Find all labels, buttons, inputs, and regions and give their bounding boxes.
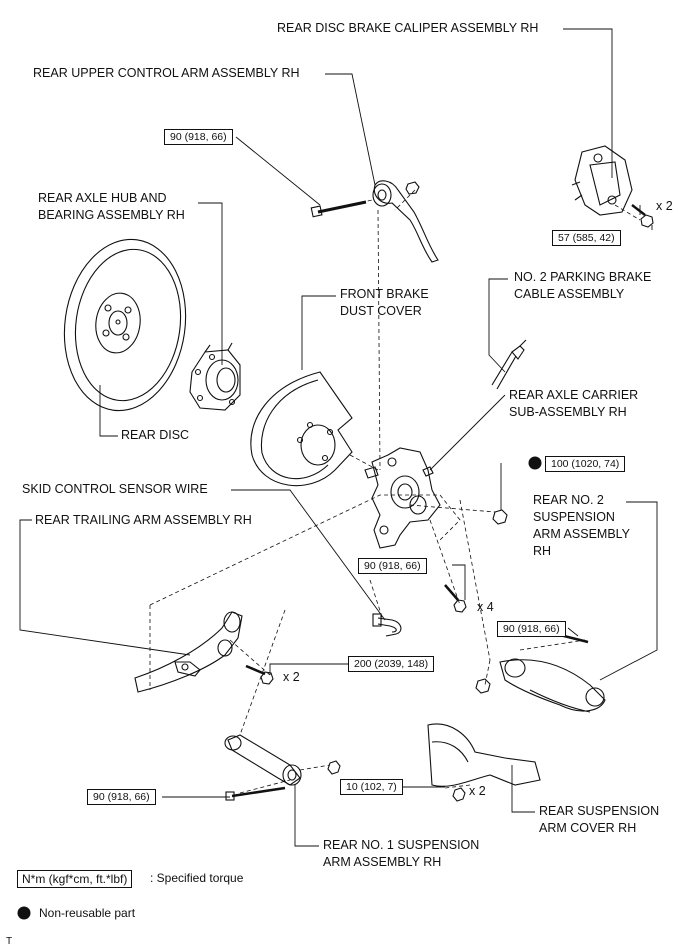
legend-nonreusable-dot: [17, 906, 31, 920]
torque-caliper: 57 (585, 42): [552, 230, 621, 246]
label-carrier: REAR AXLE CARRIER SUB-ASSEMBLY RH: [509, 388, 639, 419]
torque-upper-arm: 90 (918, 66): [164, 129, 233, 145]
carrier-fasteners: [444, 509, 508, 613]
qty-caliper: x 2: [656, 199, 673, 213]
label-upper-arm: REAR UPPER CONTROL ARM ASSEMBLY RH: [33, 66, 300, 80]
parking-cable: [491, 339, 527, 390]
label-arm-cover: REAR SUSPENSION ARM COVER RH: [539, 804, 660, 835]
no2-suspension-arm: [475, 633, 606, 713]
label-hub: REAR AXLE HUB AND BEARING ASSEMBLY RH: [38, 191, 185, 222]
label-rear-disc: REAR DISC: [121, 428, 190, 442]
brake-caliper: [571, 145, 654, 228]
torque-arm-cover: 10 (102, 7): [340, 779, 403, 795]
label-no2-arm: REAR NO. 2 SUSPENSION ARM ASSEMBLY RH: [533, 493, 631, 558]
skid-sensor-wire: [372, 613, 402, 637]
hub-bearing: [189, 342, 241, 411]
trailing-arm: [134, 611, 274, 693]
legend-nonreusable: Non-reusable part: [39, 906, 136, 920]
label-no1-arm: REAR NO. 1 SUSPENSION ARM ASSEMBLY RH: [323, 838, 480, 869]
rear-disc: [63, 238, 187, 412]
torque-carrier-nut: 100 (1020, 74): [545, 456, 626, 472]
corner-mark: T: [6, 936, 13, 947]
dust-cover: [250, 371, 353, 487]
axle-carrier: [364, 447, 441, 549]
legend-torque-desc: : Specified torque: [150, 871, 244, 885]
torque-no1-arm: 90 (918, 66): [87, 789, 156, 805]
torque-carrier-bolts: 90 (918, 66): [358, 558, 427, 574]
qty-arm-cover: x 2: [469, 784, 486, 798]
label-trailing-arm: REAR TRAILING ARM ASSEMBLY RH: [35, 513, 252, 527]
label-parking-cable: NO. 2 PARKING BRAKE CABLE ASSEMBLY: [514, 270, 652, 301]
upper-control-arm: [310, 180, 439, 263]
leader-lines: [19, 28, 658, 847]
label-skid-wire: SKID CONTROL SENSOR WIRE: [22, 482, 208, 496]
torque-no2-arm: 90 (918, 66): [497, 621, 566, 637]
label-dust-cover: FRONT BRAKE DUST COVER: [340, 287, 429, 318]
arm-cover: [427, 723, 541, 802]
label-caliper: REAR DISC BRAKE CALIPER ASSEMBLY RH: [277, 21, 539, 35]
qty-carrier-bolts: x 4: [477, 600, 494, 614]
qty-trailing-arm: x 2: [283, 670, 300, 684]
legend-torque-unit: N*m (kgf*cm, ft.*lbf): [17, 870, 133, 888]
torque-trailing-arm: 200 (2039, 148): [348, 656, 435, 672]
nonreusable-dot: [528, 456, 542, 470]
no1-suspension-arm: [224, 734, 341, 801]
